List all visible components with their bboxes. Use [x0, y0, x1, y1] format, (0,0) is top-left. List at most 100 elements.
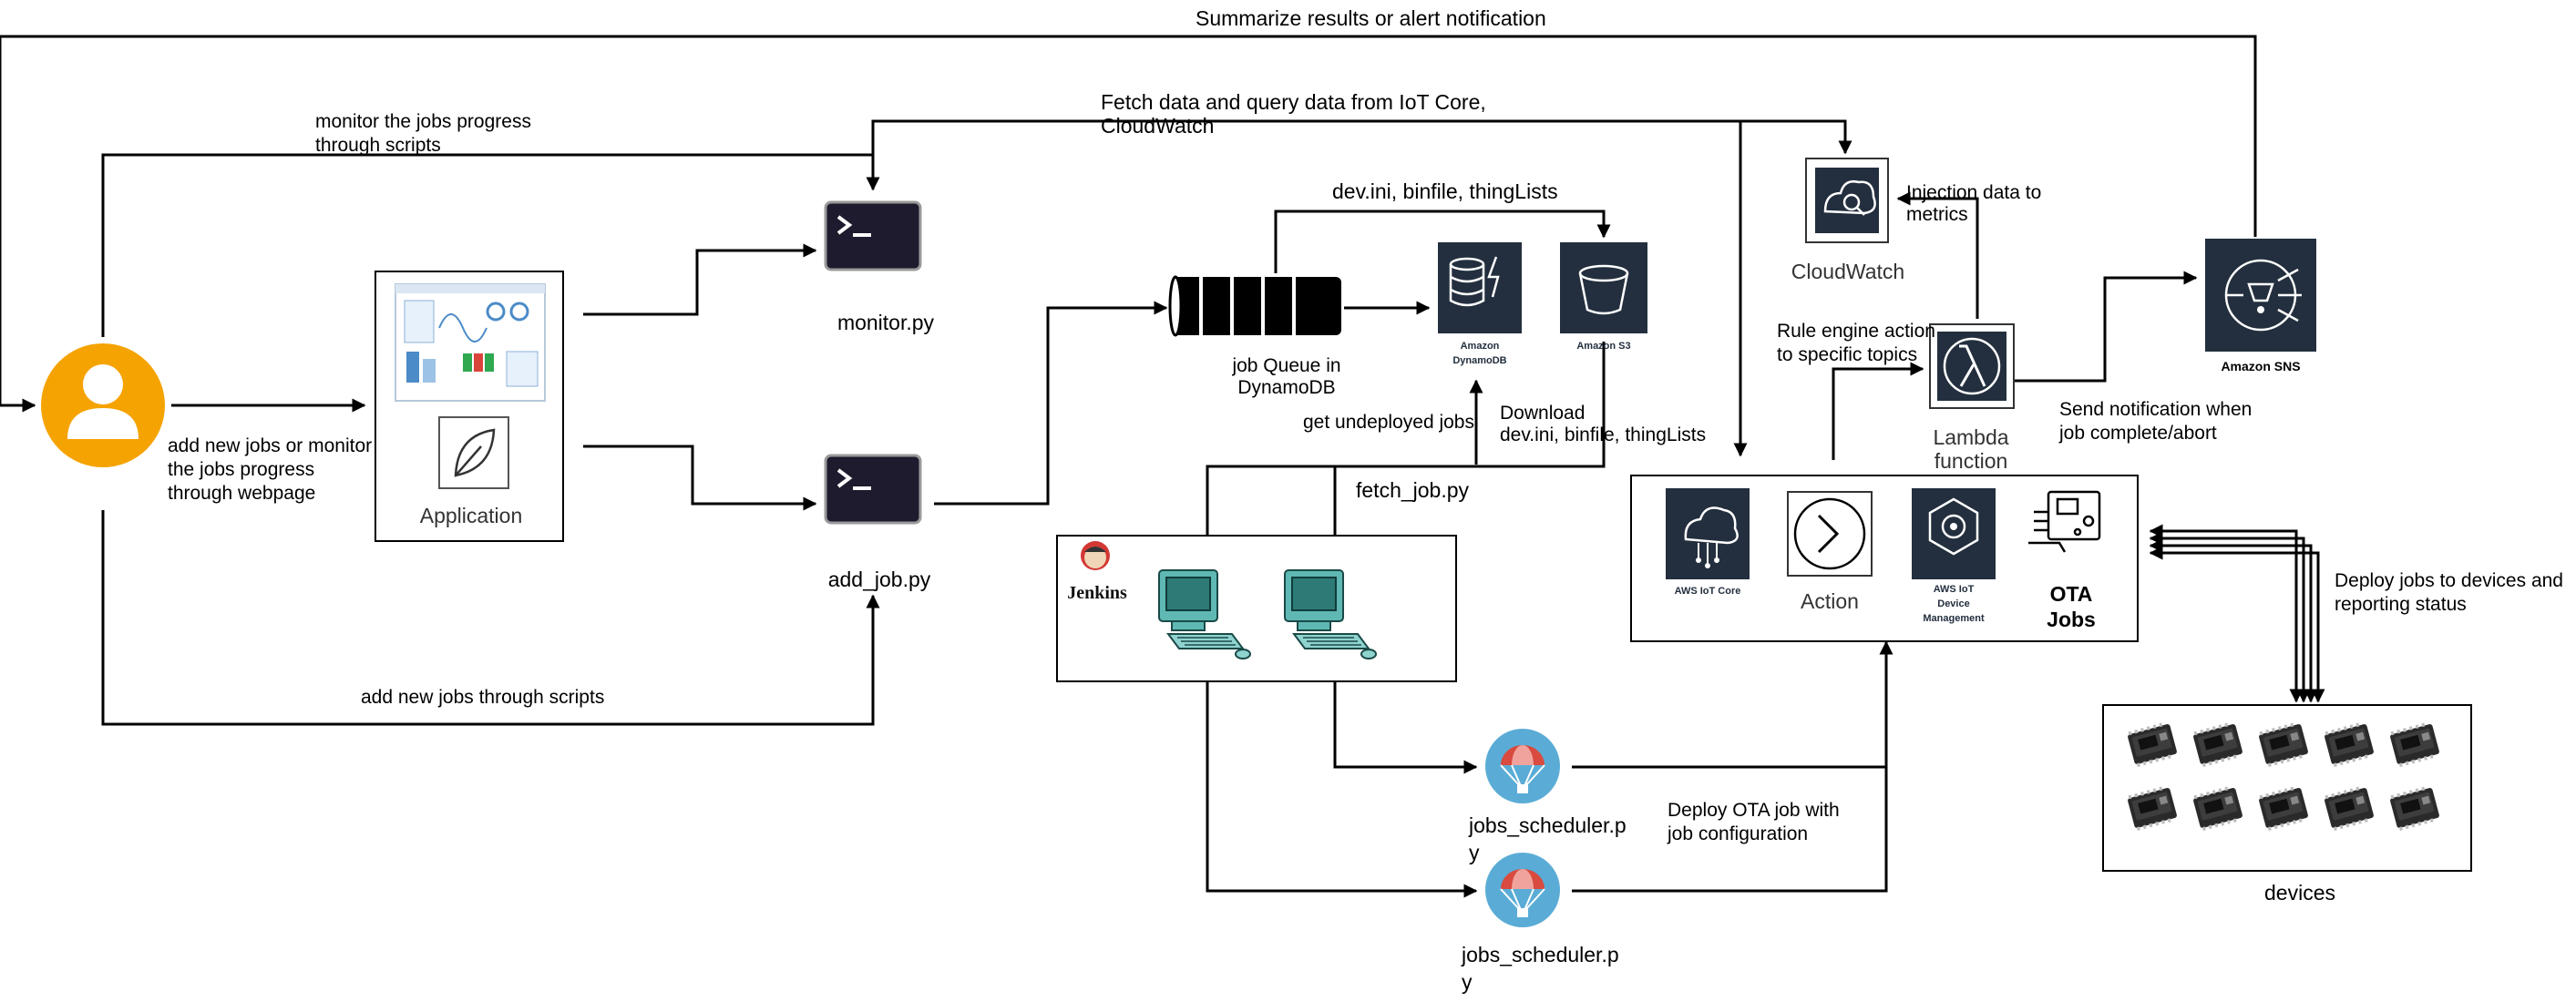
lambda-label-1: Lambda	[1933, 425, 2008, 449]
add-job-py-label: add_job.py	[828, 567, 931, 591]
label-webpage-2: the jobs progress	[168, 459, 314, 480]
arrow-fetch-data-cloudwatch	[871, 119, 1852, 155]
connectors	[0, 35, 2325, 898]
device-management-icon	[1912, 488, 1996, 579]
edge-labels: Summarize results or alert notification …	[168, 6, 2563, 844]
label-fetch-job: fetch_job.py	[1356, 478, 1470, 502]
monitor-py-label: monitor.py	[837, 311, 935, 334]
sns-node: Amazon SNS	[2205, 239, 2316, 373]
device-management-label-2: Device	[1937, 598, 1969, 609]
ota-label-2: Jobs	[2047, 608, 2096, 631]
lambda-node: Lambda function	[1929, 323, 2015, 473]
label-fetch-data-2: CloudWatch	[1101, 114, 1214, 138]
scheduler-2-node: jobs_scheduler.p y	[1461, 852, 1619, 994]
arrow-user-to-addjob	[101, 510, 880, 726]
label-add-scripts: add new jobs through scripts	[361, 687, 604, 708]
arrow-s3-download	[1200, 342, 1606, 559]
parachute-icon	[1484, 728, 1561, 804]
ota-label-1: OTA	[2050, 582, 2093, 606]
arrow-sns-to-user	[0, 35, 2257, 413]
device-management-node: AWS IoT Device Management	[1912, 488, 1996, 624]
scheduler-1-label-b: y	[1469, 841, 1480, 864]
dynamodb-node: Amazon DynamoDB	[1438, 242, 1522, 366]
arrow-computer-to-scheduler-1	[1333, 679, 1478, 774]
label-download-1: Download	[1500, 403, 1585, 424]
jenkins-icon	[1081, 541, 1110, 570]
label-webpage-3: through webpage	[168, 483, 315, 504]
iot-core-node: AWS IoT Core	[1666, 488, 1750, 597]
arrow-app-to-addjob	[583, 445, 817, 511]
leaf-icon	[438, 416, 509, 489]
monitor-py-node: monitor.py	[824, 200, 935, 334]
label-monitor-scripts-2: through scripts	[315, 135, 441, 156]
job-queue-node: job Queue in DynamoDB	[1168, 275, 1341, 398]
arrow-app-to-monitor	[583, 243, 817, 316]
scheduler-2-label-b: y	[1462, 970, 1473, 994]
ota-jobs-node: OTA Jobs	[2028, 490, 2101, 631]
arrow-user-to-monitor	[101, 153, 880, 337]
terminal-icon	[824, 454, 922, 525]
action-node: Action	[1787, 491, 1873, 613]
arrow-scheduler-2-to-iot	[1572, 640, 1894, 893]
lambda-label-2: function	[1935, 449, 2008, 473]
s3-label: Amazon S3	[1576, 341, 1630, 352]
arrow-queue-to-s3	[1274, 210, 1611, 273]
label-deploy-ota-2: job configuration	[1667, 823, 1808, 844]
label-download-2: dev.ini, binfile, thingLists	[1500, 424, 1706, 445]
scheduler-1-node: jobs_scheduler.p y	[1468, 728, 1627, 864]
arrow-iot-devices-4	[2149, 546, 2325, 703]
dashboard-screenshot	[395, 283, 546, 402]
arrow-iot-to-lambda	[1832, 362, 1924, 460]
label-injection-1: Injection data to	[1906, 182, 2041, 203]
arrow-iot-devices-3	[2149, 538, 2318, 703]
s3-node: Amazon S3	[1560, 242, 1647, 352]
devices-label: devices	[2264, 881, 2335, 905]
dynamodb-label-1: Amazon	[1461, 341, 1500, 352]
label-deploy-ota-1: Deploy OTA job with	[1668, 800, 1840, 821]
action-chevron-icon	[1787, 491, 1873, 577]
job-queue-label-2: DynamoDB	[1237, 377, 1335, 398]
label-rule-engine-1: Rule engine action	[1777, 321, 1935, 342]
arrow-lambda-to-cloudwatch	[1896, 191, 1979, 319]
dynamodb-icon	[1438, 242, 1522, 333]
cloudwatch-node: CloudWatch	[1791, 158, 1904, 283]
label-webpage-1: add new jobs or monitor	[168, 435, 372, 456]
dynamodb-label-2: DynamoDB	[1452, 355, 1506, 366]
parachute-icon	[1484, 852, 1561, 928]
job-queue-label-1: job Queue in	[1231, 355, 1340, 376]
arrow-computer-to-scheduler-2	[1206, 679, 1478, 898]
label-fetch-data-1: Fetch data and query data from IoT Core,	[1101, 90, 1486, 114]
iot-core-label: AWS IoT Core	[1675, 586, 1741, 597]
label-devini-top: dev.ini, binfile, thingLists	[1332, 179, 1558, 203]
label-get-undeployed: get undeployed jobs	[1303, 412, 1474, 433]
label-monitor-scripts-1: monitor the jobs progress	[315, 111, 531, 132]
sns-label: Amazon SNS	[2221, 359, 2300, 373]
application-label: Application	[420, 504, 523, 527]
aws-iot-container: AWS IoT Core Action AWS IoT Device Manag…	[1630, 475, 2139, 642]
s3-bucket-icon	[1560, 242, 1647, 333]
label-injection-2: metrics	[1906, 204, 1968, 225]
user-node	[41, 343, 165, 467]
label-send-notif-1: Send notification when	[2059, 399, 2252, 420]
devices-node: devices	[2102, 704, 2472, 905]
arrow-addjob-to-queue	[934, 301, 1168, 506]
action-label: Action	[1801, 589, 1859, 613]
label-deploy-devices-2: reporting status	[2335, 594, 2467, 615]
arrow-lambda-to-sns	[2014, 271, 2198, 383]
scheduler-2-label-a: jobs_scheduler.p	[1461, 943, 1619, 966]
label-send-notif-2: job complete/abort	[2058, 423, 2217, 444]
device-management-label-3: Management	[1923, 613, 1985, 624]
scheduler-1-label-a: jobs_scheduler.p	[1468, 813, 1627, 837]
application-node: Application	[375, 271, 564, 542]
label-deploy-devices-1: Deploy jobs to devices and	[2335, 570, 2563, 591]
label-summarize: Summarize results or alert notification	[1196, 6, 1546, 30]
cloudwatch-label: CloudWatch	[1791, 260, 1904, 283]
ota-jobs-icon	[2028, 490, 2101, 553]
user-icon	[41, 343, 165, 467]
jenkins-label: Jenkins	[1067, 583, 1127, 603]
label-rule-engine-2: to specific topics	[1777, 344, 1917, 365]
arrow-iot-devices-2	[2149, 531, 2311, 703]
terminal-icon	[824, 200, 922, 271]
jenkins-container: Jenkins	[1056, 535, 1457, 682]
